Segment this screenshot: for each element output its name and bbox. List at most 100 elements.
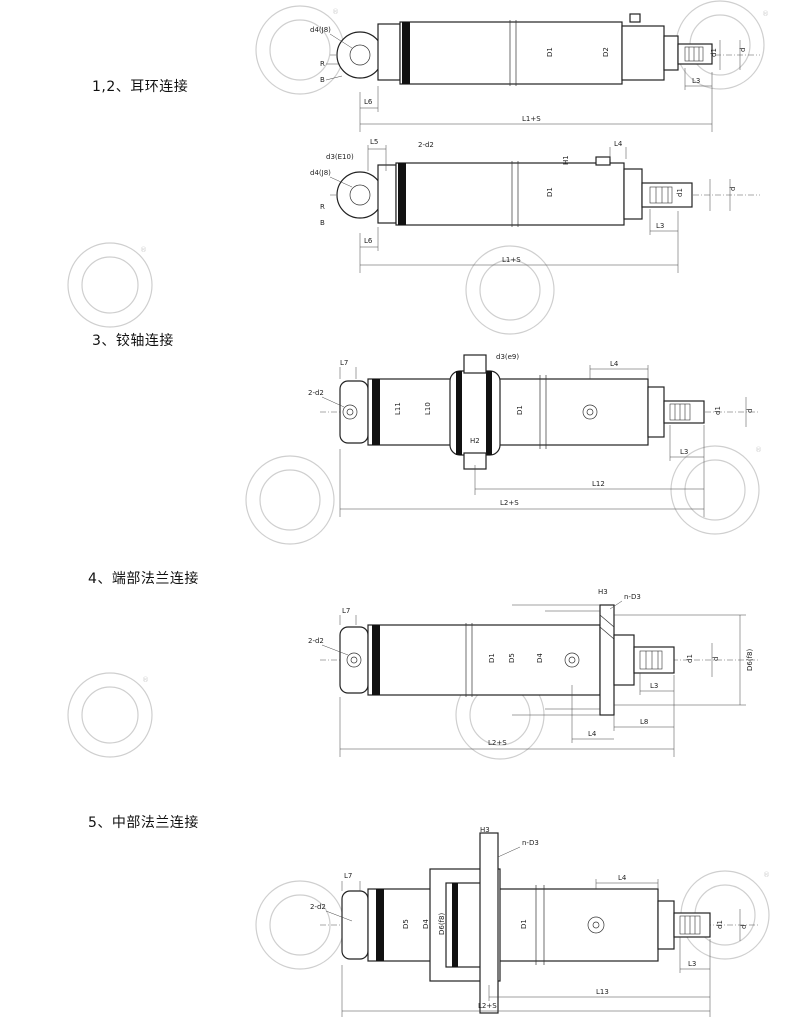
- label-d3-e9: d3(e9): [496, 353, 519, 361]
- label-d4-j8: d4(J8): [310, 26, 331, 34]
- dim-l2s: L2+S: [500, 499, 519, 507]
- svg-text:®: ®: [142, 676, 149, 684]
- label-r: R: [320, 203, 325, 211]
- watermark-stamp: ®: [670, 445, 762, 535]
- dim-l3: L3: [688, 960, 696, 968]
- dim-d1-rod: d1: [686, 654, 694, 663]
- dim-d1: D1: [546, 47, 554, 57]
- diagram-ear-ring-1: L1+S L6 L3 D1 D2 d1 d d4(J8) R B: [310, 13, 760, 132]
- dim-d: d: [746, 409, 754, 413]
- svg-text:®: ®: [763, 871, 770, 879]
- dim-l3: L3: [680, 448, 688, 456]
- svg-text:®: ®: [140, 246, 147, 254]
- dim-l4: L4: [588, 730, 597, 738]
- dim-d1: D1: [546, 187, 554, 197]
- dim-l5: L5: [370, 138, 378, 146]
- piston-rod: [673, 912, 711, 938]
- dim-h3: H3: [480, 826, 490, 834]
- piston-rod: [633, 646, 675, 674]
- watermark-stamp: [245, 455, 335, 545]
- section-title-mid-flange: 5、中部法兰连接: [88, 815, 199, 831]
- dim-l4: L4: [614, 140, 623, 148]
- label-d3-e10: d3(E10): [326, 153, 354, 161]
- seal-band: [402, 22, 410, 84]
- dim-d1: D1: [516, 405, 524, 415]
- cylinder-barrel: [399, 21, 623, 85]
- dim-d: d: [729, 187, 737, 191]
- section-title-ear-ring: 1,2、耳环连接: [92, 79, 189, 95]
- dim-l7: L7: [342, 607, 350, 615]
- dim-d5: D5: [508, 653, 516, 663]
- label-n-d3: n-D3: [522, 839, 539, 847]
- dim-l2s: L2+S: [478, 1002, 497, 1010]
- dim-d5: D5: [402, 919, 410, 929]
- dim-d1: D1: [520, 919, 528, 929]
- svg-text:®: ®: [332, 8, 339, 16]
- dim-l7: L7: [344, 872, 352, 880]
- seal-band: [376, 889, 384, 961]
- piston-rod: [641, 182, 693, 208]
- diagram-mid-flange: L2+S L13 L3 L4 L7 2-d2 H3 n-D3 D5 D4 D6(…: [310, 826, 760, 1017]
- dim-d1-rod: d1: [716, 920, 724, 929]
- dim-d1-rod: d1: [710, 48, 718, 57]
- label-2-d2: 2-d2: [310, 903, 326, 911]
- label-b: B: [320, 219, 325, 227]
- dim-l3: L3: [656, 222, 664, 230]
- dim-d1-rod: d1: [714, 406, 722, 415]
- dim-l1s: L1+S: [522, 115, 541, 123]
- label-2-d2: 2-d2: [308, 389, 324, 397]
- label-n-d3: n-D3: [624, 593, 641, 601]
- dim-d4: D4: [536, 653, 544, 663]
- dim-l2s: L2+S: [488, 739, 507, 747]
- label-2-d2: 2-d2: [418, 141, 434, 149]
- dim-l4: L4: [618, 874, 627, 882]
- cylinder-barrel: [367, 624, 601, 696]
- end-flange: [599, 604, 615, 716]
- section-title-trunnion: 3、铰轴连接: [92, 333, 174, 349]
- seal-band: [372, 625, 380, 695]
- label-r: R: [320, 60, 325, 68]
- cylinder-barrel: [367, 888, 659, 962]
- dim-h1: H1: [562, 155, 570, 165]
- ear-ring: [336, 31, 384, 79]
- diagram-end-flange: L2+S L3 L8 L4 L7 2-d2 H3 n-D3 D1 D5 D4 d…: [308, 588, 760, 757]
- piston-rod: [663, 400, 705, 424]
- dim-d6: D6(f8): [438, 913, 446, 935]
- dim-l13: L13: [596, 988, 609, 996]
- dim-l3: L3: [692, 77, 700, 85]
- dim-l10: L10: [424, 402, 432, 415]
- dim-l4: L4: [610, 360, 619, 368]
- ear-ring: [336, 171, 384, 219]
- dim-l1s: L1+S: [502, 256, 521, 264]
- dim-l6: L6: [364, 98, 373, 106]
- cylinder-barrel: [367, 378, 649, 446]
- section-title-end-flange: 4、端部法兰连接: [88, 571, 199, 587]
- label-2-d2: 2-d2: [308, 637, 324, 645]
- diagram-ear-ring-2: L1+S L6 L3 L5 2-d2 d3(E10) d4(J8) R B H1…: [310, 138, 760, 273]
- dim-d1-rod: d1: [676, 188, 684, 197]
- dim-d: d: [712, 657, 720, 661]
- dim-l12: L12: [592, 480, 605, 488]
- dim-d1: D1: [488, 653, 496, 663]
- label-b: B: [320, 76, 325, 84]
- dim-l7: L7: [340, 359, 348, 367]
- label-d4-j8: d4(J8): [310, 169, 331, 177]
- dim-h2: H2: [470, 437, 480, 445]
- svg-text:®: ®: [762, 10, 769, 18]
- watermark-stamp: ®: [67, 672, 153, 758]
- piston-rod: [677, 43, 713, 65]
- cylinder-barrel: [395, 162, 625, 226]
- watermark-stamp: ®: [67, 242, 153, 328]
- watermark-stamp: [465, 245, 555, 335]
- mid-flange: [479, 832, 499, 1014]
- dim-l6: L6: [364, 237, 373, 245]
- dim-d6: D6(f8): [746, 649, 754, 671]
- dim-l11: L11: [394, 402, 402, 415]
- dim-l3: L3: [650, 682, 658, 690]
- svg-text:®: ®: [755, 446, 762, 454]
- dim-h3: H3: [598, 588, 608, 596]
- dim-d4: D4: [422, 919, 430, 929]
- dim-d: d: [739, 48, 747, 52]
